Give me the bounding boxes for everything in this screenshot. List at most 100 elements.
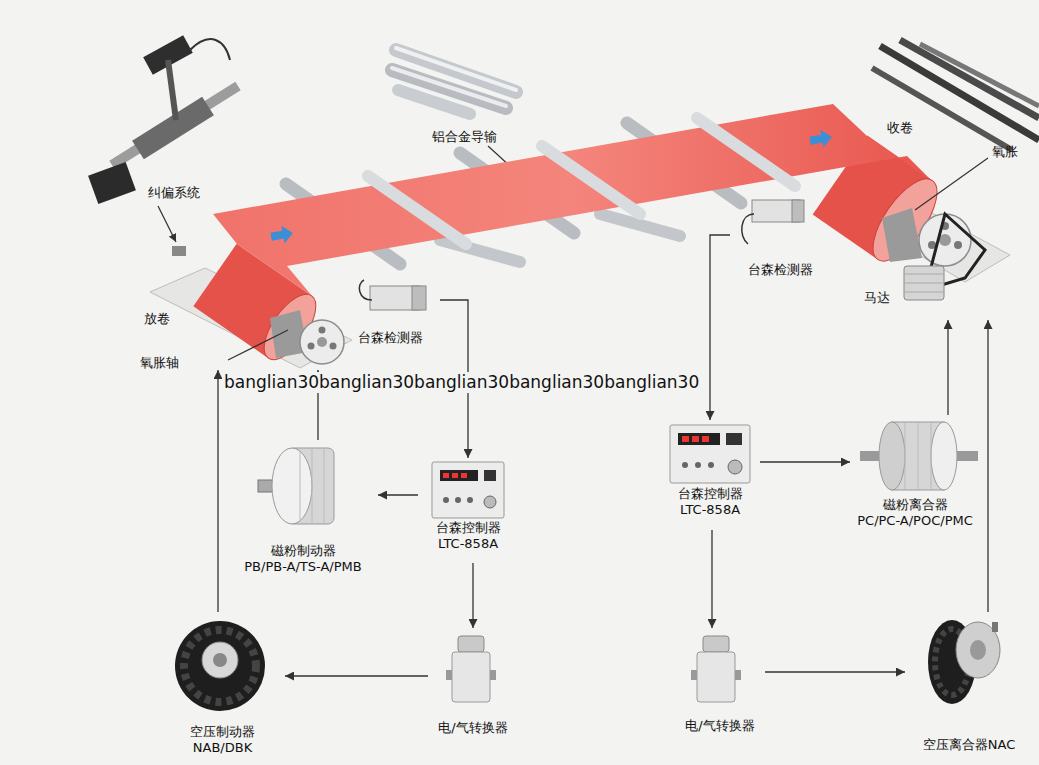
component-label: 空压制动器 — [190, 724, 255, 740]
unwind-pulley — [300, 320, 344, 364]
motor-fin — [904, 283, 944, 284]
display-digit — [461, 473, 467, 478]
rewind-pulley — [919, 214, 971, 266]
signal-arrow — [217, 370, 218, 612]
label-holder: 氧胀轴 — [140, 352, 179, 371]
pulley-hole — [308, 343, 315, 350]
component-label: 空压离合器NAC — [923, 737, 1015, 753]
unwind-base — [150, 268, 352, 368]
actuator-bracket — [168, 60, 176, 120]
display-digit — [452, 473, 458, 478]
component-node: 电/气转换器 — [675, 628, 765, 738]
signal-arrow — [472, 563, 473, 628]
component-label: 台森检测器 — [748, 262, 813, 278]
shaft — [920, 44, 1039, 106]
controller-button — [467, 497, 473, 503]
component-node: 放卷 — [140, 225, 350, 370]
part-label: 马达 — [864, 290, 890, 306]
component-node: 电/气转换器 — [428, 628, 518, 740]
tension-detector — [359, 280, 426, 310]
converter-cap — [458, 636, 484, 652]
controller-display — [678, 433, 720, 445]
tube-highlight — [392, 68, 506, 106]
tension-controller — [670, 425, 750, 483]
component-label: 电/气转换器 — [685, 718, 754, 734]
pulley-hole — [330, 343, 337, 350]
shaft — [900, 40, 1039, 118]
detector-cable — [359, 280, 372, 300]
part-label: 纠偏系统 — [148, 185, 200, 201]
brake-hub — [202, 642, 238, 678]
guide-roller — [368, 176, 466, 244]
direction-arrow — [270, 224, 295, 246]
clutch-face — [879, 422, 905, 490]
component-label: PB/PB-A/TS-A/PMB — [244, 559, 361, 575]
component-label: 电/气转换器 — [438, 720, 507, 736]
ep-converter — [691, 636, 741, 702]
part-label: 氧胀轴 — [140, 355, 179, 371]
controller-button — [695, 462, 701, 468]
clutch-face — [931, 422, 957, 490]
controller-knob — [728, 460, 742, 474]
brake-rib — [324, 449, 325, 523]
web-material — [213, 104, 932, 296]
tube — [398, 90, 470, 114]
converter-cap — [703, 636, 729, 652]
controller-button — [682, 462, 688, 468]
air-brake — [175, 621, 265, 711]
brake-fins — [184, 630, 256, 702]
component-node: 台森控制器LTC-858A — [660, 420, 760, 530]
signal-arrow — [378, 494, 418, 495]
leader-line — [228, 330, 288, 360]
component-node: 空压制动器NAB/DBK — [160, 612, 285, 760]
converter-port — [490, 670, 496, 680]
component-label: 收卷 — [887, 120, 913, 136]
brake-bore — [213, 653, 227, 667]
leader-line — [158, 206, 176, 242]
part-label: 铝合金导输 — [432, 129, 497, 145]
controller-knob — [484, 496, 496, 508]
part-label: 氧胀 — [992, 144, 1018, 160]
display-digit — [702, 436, 709, 442]
clutch-rib — [905, 423, 906, 489]
label-holder: 马达 — [864, 287, 890, 306]
guide-roller — [542, 146, 640, 214]
pulley-hole — [954, 241, 962, 249]
controller-case — [670, 425, 750, 483]
rewind-stand — [882, 208, 922, 262]
brake-face — [272, 448, 312, 524]
component-node: 磁粉离合器PC/PC-A/POC/PMC — [850, 415, 980, 540]
label-holder: 纠偏系统 — [148, 182, 200, 201]
brake-disc — [175, 621, 265, 711]
tension-detector — [742, 200, 804, 244]
component-label: 台森检测器 — [358, 330, 423, 346]
clutch-drum — [956, 622, 1000, 678]
motor-fin — [904, 274, 944, 275]
converter-port — [446, 670, 452, 680]
converter-port — [735, 670, 741, 680]
clutch-rib — [931, 423, 932, 489]
guide-roller — [697, 118, 795, 186]
controller-display — [484, 470, 496, 481]
signal-arrow — [765, 671, 905, 672]
detector-cable — [742, 214, 754, 244]
motor — [904, 266, 944, 300]
pulley-hole — [319, 327, 326, 334]
component-label: LTC-858A — [680, 502, 740, 518]
aluminium-rollers — [392, 48, 516, 114]
controller-case — [432, 462, 504, 518]
clutch-rib — [918, 423, 919, 489]
leader-line — [915, 158, 988, 210]
display-digit — [692, 436, 699, 442]
motor-fin — [904, 292, 944, 293]
component-label: LTC-858A — [438, 536, 498, 552]
detector-side — [792, 200, 804, 222]
brake-rib — [312, 449, 313, 523]
component-label: NAB/DBK — [193, 740, 252, 756]
component-label: PC/PC-A/POC/PMC — [857, 513, 973, 529]
watermark: banglian30banglian30banglian30banglian30… — [222, 372, 701, 393]
converter-port — [691, 670, 697, 680]
controller-display — [726, 433, 742, 445]
signal-arrow — [710, 235, 730, 420]
